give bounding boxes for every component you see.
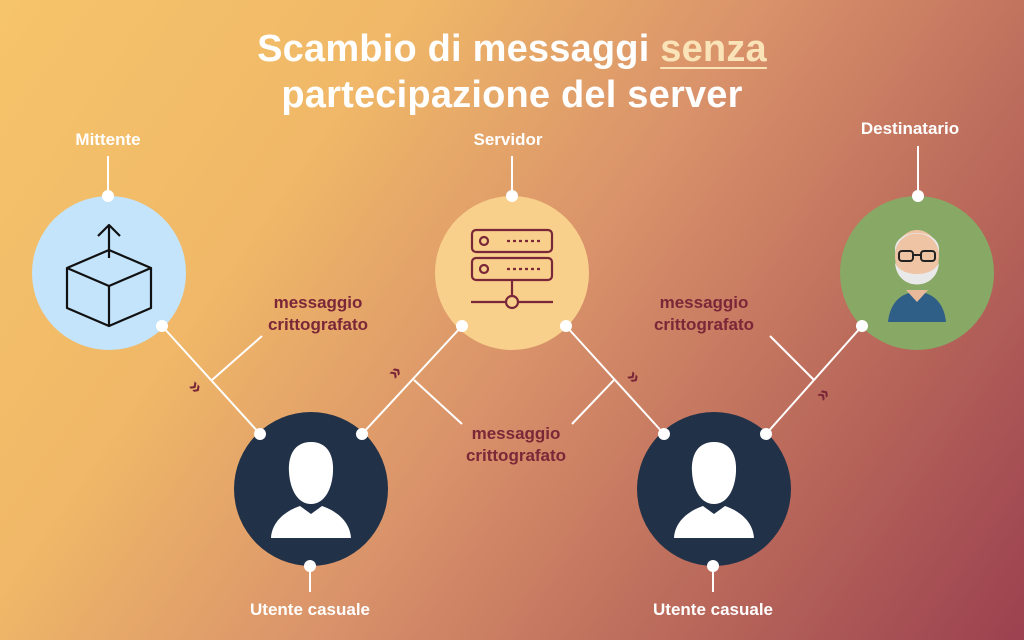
relay-right-in-port: [658, 428, 670, 440]
message-label-line1: messaggio: [659, 293, 749, 312]
title-line2: partecipazione del server: [281, 74, 743, 116]
relay-left-label: Utente casuale: [250, 600, 370, 619]
sender-port: [102, 190, 114, 202]
title-prefix: Scambio di messaggi: [257, 28, 650, 70]
recipient-port: [912, 190, 924, 202]
relay-right-out-port: [760, 428, 772, 440]
page-title: Scambio di messaggi senza partecipazione…: [140, 26, 884, 118]
link-relay-msg-leader: [413, 379, 463, 425]
message-label-2: messaggio crittografato: [466, 423, 566, 467]
server-port: [506, 190, 518, 202]
recipient-in-port: [856, 320, 868, 332]
relay-right-label: Utente casuale: [653, 600, 773, 619]
message-label-line2: crittografato: [267, 315, 369, 334]
message-label-line1: messaggio: [273, 293, 363, 312]
sender-label: Mittente: [75, 130, 141, 149]
link-sender-relay: [161, 325, 261, 435]
recipient-label: Destinatario: [860, 119, 960, 138]
sender-out-port: [156, 320, 168, 332]
link-sender-msg-leader: [211, 335, 263, 381]
package-upload-icon: [65, 223, 153, 328]
link-server-msg-leader: [571, 379, 615, 425]
server-label: Servidor: [473, 130, 543, 149]
message-label-1: messaggio crittografato: [268, 292, 368, 336]
message-label-line1: messaggio: [471, 424, 561, 443]
server-in-port: [456, 320, 468, 332]
user-silhouette-icon: [271, 442, 351, 538]
relay-left-out-port: [356, 428, 368, 440]
message-label-line2: crittografato: [465, 446, 567, 465]
elderly-man-avatar-icon: [888, 230, 946, 322]
server-out-port: [560, 320, 572, 332]
relay-left-port: [304, 560, 316, 572]
link-recipient-msg-leader: [769, 335, 815, 381]
message-label-3: messaggio crittografato: [654, 292, 754, 336]
message-label-line2: crittografato: [653, 315, 755, 334]
server-rack-icon: [470, 228, 554, 310]
link-server-relay: [565, 325, 665, 435]
relay-left-in-port: [254, 428, 266, 440]
link-relay-server: [361, 325, 463, 435]
user-silhouette-icon: [674, 442, 754, 538]
relay-right-port: [707, 560, 719, 572]
title-highlight: senza: [660, 28, 767, 70]
